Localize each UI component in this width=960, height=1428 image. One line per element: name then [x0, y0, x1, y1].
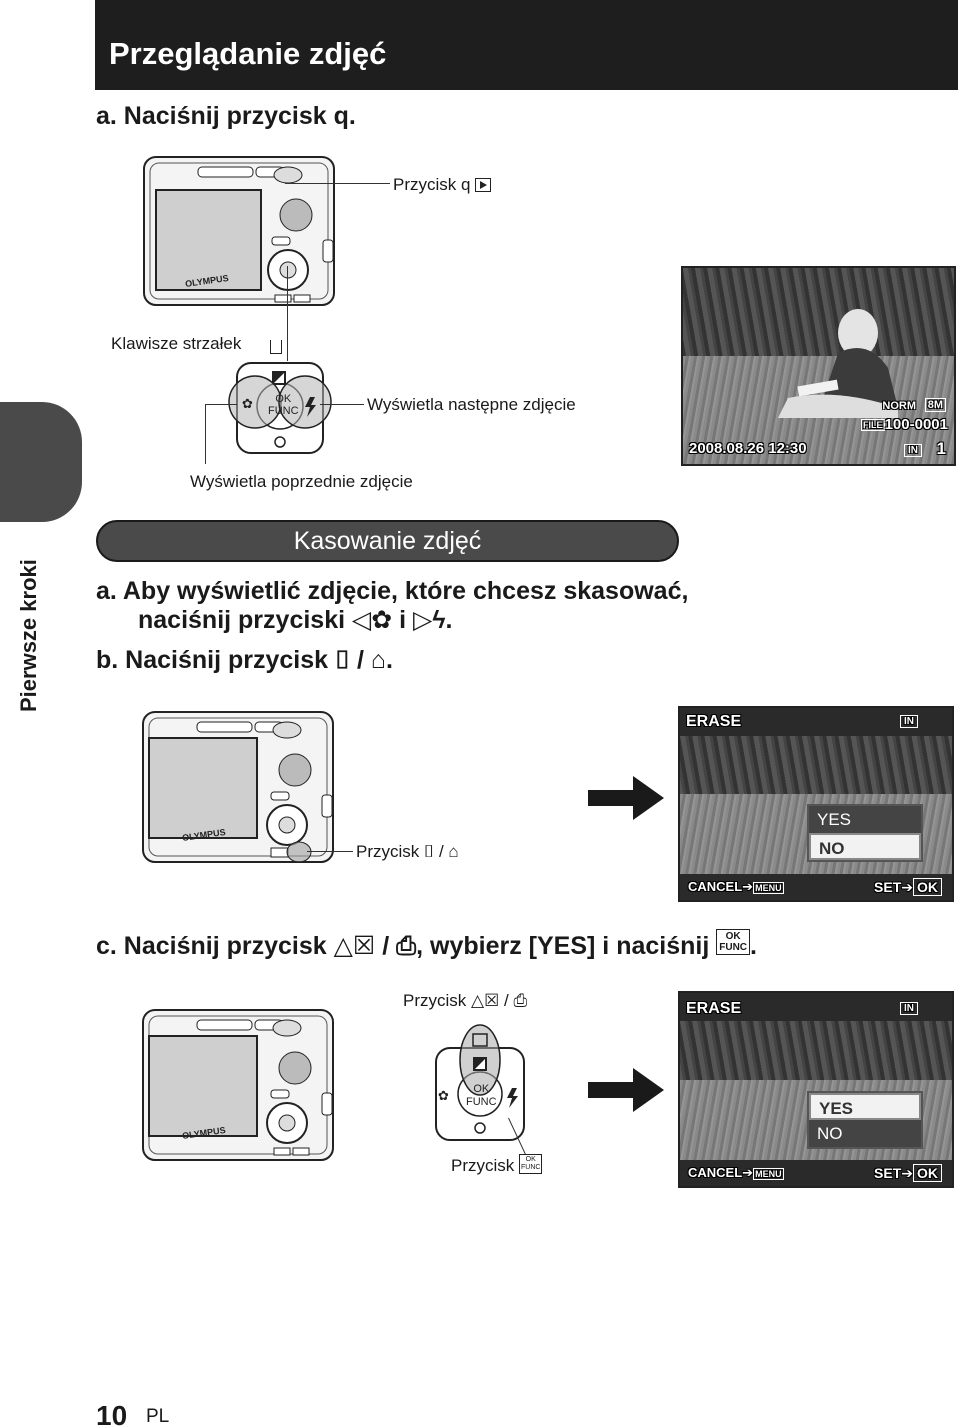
callout-play-button: Przycisk q — [393, 175, 492, 195]
erase-title-2: ERASE — [686, 1000, 742, 1017]
side-tab-label: Pierwsze kroki — [16, 559, 41, 712]
callout-erase-button: Przycisk ⌷ / ⌂ — [356, 842, 459, 861]
section-title-erase: Kasowanie zdjęć — [96, 520, 679, 562]
svg-text:✿: ✿ — [438, 1089, 449, 1104]
arrow-pad-illustration-1: ✿ — [228, 362, 332, 454]
erase-title-1: ERASE — [686, 713, 742, 730]
menu-option-no-2[interactable]: NO — [809, 1120, 921, 1147]
photo-subject — [778, 309, 898, 418]
image-size-indicator: 8M — [924, 398, 946, 412]
step-a-play: a. Naciśnij przycisk q. — [96, 101, 356, 132]
page-language: PL — [146, 1406, 170, 1427]
step-a-erase-line2: naciśnij przyciski ◁✿ i ▷ϟ. — [138, 606, 453, 634]
print-icon-2: ⎙ — [396, 932, 417, 960]
erase-menu-1: YES NO — [807, 804, 923, 862]
up-exposure-print-icon: △☒ / ⎙ — [471, 991, 528, 1010]
memory-indicator: IN — [904, 444, 922, 457]
page-title: Przeglądanie zdjęć — [95, 0, 958, 90]
date-time: 2008.08.26 12:30 — [689, 440, 807, 457]
step-c-erase: c. Naciśnij przycisk △☒ / ⎙, wybierz [YE… — [96, 929, 757, 960]
svg-text:✿: ✿ — [242, 397, 253, 412]
camera-illustration-3 — [142, 1009, 334, 1161]
side-tab — [0, 402, 82, 522]
left-arrow-macro-icon: ◁✿ — [352, 606, 393, 634]
camera-illustration-2 — [142, 711, 334, 863]
frame-number: 1 — [936, 439, 946, 458]
camera-illustration-1 — [143, 156, 335, 306]
erase-screen-2: ERASE IN YES NO CANCEL➔MENU SET➔OK — [678, 991, 954, 1188]
play-icon — [475, 178, 492, 192]
file-number: 100-0001 — [884, 416, 948, 433]
up-arrow-exposure-icon: △☒ / — [333, 932, 390, 960]
callout-arrow-keys: Klawisze strzałek — [111, 334, 242, 353]
memory-indicator-erase-1: IN — [900, 715, 918, 728]
callout-up-button: Przycisk △☒ / ⎙ — [403, 991, 528, 1010]
ok-func-button-2[interactable]: OK FUNC — [466, 1083, 497, 1108]
callout-next-image: Wyświetla następne zdjęcie — [367, 395, 576, 414]
menu-option-yes[interactable]: YES — [809, 806, 921, 833]
set-hint-2: SET➔OK — [874, 1164, 942, 1182]
cancel-hint-2: CANCEL➔MENU — [688, 1165, 784, 1180]
page-number: 10 — [96, 1400, 128, 1428]
callout-previous-image: Wyświetla poprzednie zdjęcie — [190, 472, 413, 491]
quality-indicator: NORM — [882, 400, 916, 412]
erase-screen-1: ERASE IN YES NO CANCEL➔MENU SET➔OK — [678, 706, 954, 902]
shake-erase-icon-small: ⌷ / ⌂ — [424, 842, 459, 861]
next-step-arrow-icon-1 — [588, 776, 664, 820]
print-icon — [270, 340, 282, 354]
set-hint-1: SET➔OK — [874, 878, 942, 896]
step-a-erase-line1: a. Aby wyświetlić zdjęcie, które chcesz … — [96, 577, 689, 605]
step-a-play-text: a. Naciśnij przycisk q. — [96, 102, 356, 130]
arrow-pad-illustration-2: ✿ — [435, 1024, 525, 1141]
ok-func-button-1[interactable]: OK FUNC — [268, 393, 299, 417]
memory-indicator-erase-2: IN — [900, 1002, 918, 1015]
shake-erase-icon: ⌷ / ⌂. — [335, 646, 393, 674]
playback-screen: NORM 8M FILE 100-0001 2008.08.26 12:30 I… — [681, 266, 956, 466]
file-icon: FILE — [861, 419, 885, 431]
right-arrow-flash-icon: ▷ϟ. — [413, 606, 453, 634]
next-step-arrow-icon-2 — [588, 1068, 664, 1112]
step-b-erase: b. Naciśnij przycisk ⌷ / ⌂. — [96, 646, 393, 674]
menu-option-no[interactable]: NO — [809, 833, 921, 860]
menu-option-yes-2[interactable]: YES — [809, 1093, 921, 1120]
cancel-hint-1: CANCEL➔MENU — [688, 879, 784, 894]
erase-menu-2: YES NO — [807, 1091, 923, 1149]
